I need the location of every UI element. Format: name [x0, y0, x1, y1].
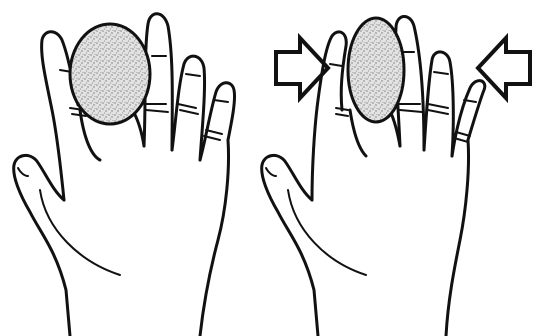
left-oval-object [70, 24, 150, 124]
right-oval-object [348, 18, 404, 122]
left-hand-panel [14, 14, 235, 336]
